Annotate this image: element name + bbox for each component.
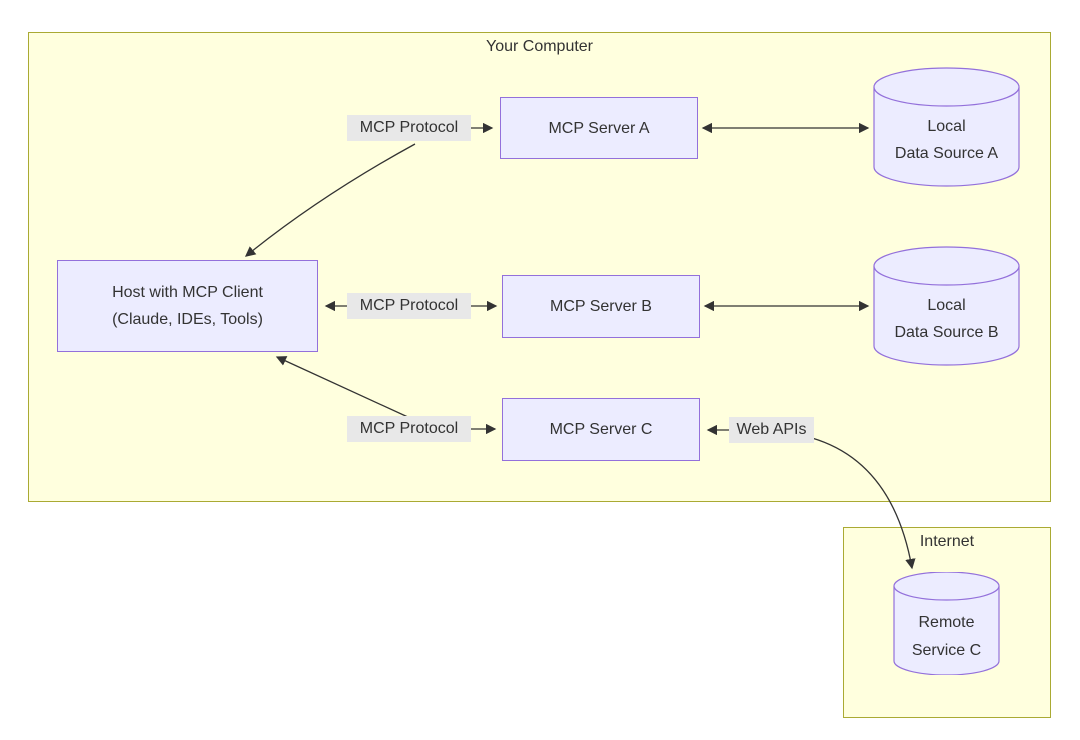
- node-mcp-server-c-label: MCP Server C: [549, 421, 653, 438]
- node-host-line1: Host with MCP Client: [112, 284, 263, 301]
- group-your-computer-title: Your Computer: [485, 38, 594, 55]
- node-mcp-server-c: MCP Server C: [502, 398, 700, 461]
- node-mcp-server-b: MCP Server B: [502, 275, 700, 338]
- node-mcp-server-a: MCP Server A: [500, 97, 698, 159]
- data-source-a-line1: Local: [927, 118, 966, 135]
- cylinder-shape: [893, 571, 1000, 676]
- cylinder-shape: [873, 67, 1020, 187]
- data-source-b-line1: Local: [927, 297, 966, 314]
- edge-web-apis-to-remote-service: [811, 437, 916, 570]
- edge-label-mcp-protocol-b: MCP Protocol: [347, 293, 471, 319]
- remote-service-c-line2: Service C: [911, 642, 982, 659]
- group-internet-title: Internet: [919, 533, 975, 550]
- node-host-line2: (Claude, IDEs, Tools): [112, 311, 263, 328]
- cylinder-shape: [873, 246, 1020, 366]
- edge-label-mcp-protocol-a: MCP Protocol: [347, 115, 471, 141]
- edge-label-c-to-host: [275, 356, 411, 419]
- data-source-b-line2: Data Source B: [894, 324, 999, 341]
- node-mcp-server-a-label: MCP Server A: [548, 119, 650, 137]
- edge-label-a-to-host: [244, 143, 416, 257]
- node-local-data-source-b: Local Data Source B: [873, 246, 1020, 366]
- group-internet: Internet: [843, 527, 1051, 718]
- node-remote-service-c: Remote Service C: [893, 571, 1000, 676]
- node-host: Host with MCP Client (Claude, IDEs, Tool…: [57, 260, 318, 352]
- node-mcp-server-b-label: MCP Server B: [550, 298, 652, 315]
- edge-label-web-apis: Web APIs: [729, 417, 814, 443]
- data-source-a-line2: Data Source A: [894, 145, 999, 162]
- edge-label-mcp-protocol-c: MCP Protocol: [347, 416, 471, 442]
- node-local-data-source-a: Local Data Source A: [873, 67, 1020, 187]
- remote-service-c-line1: Remote: [918, 614, 975, 631]
